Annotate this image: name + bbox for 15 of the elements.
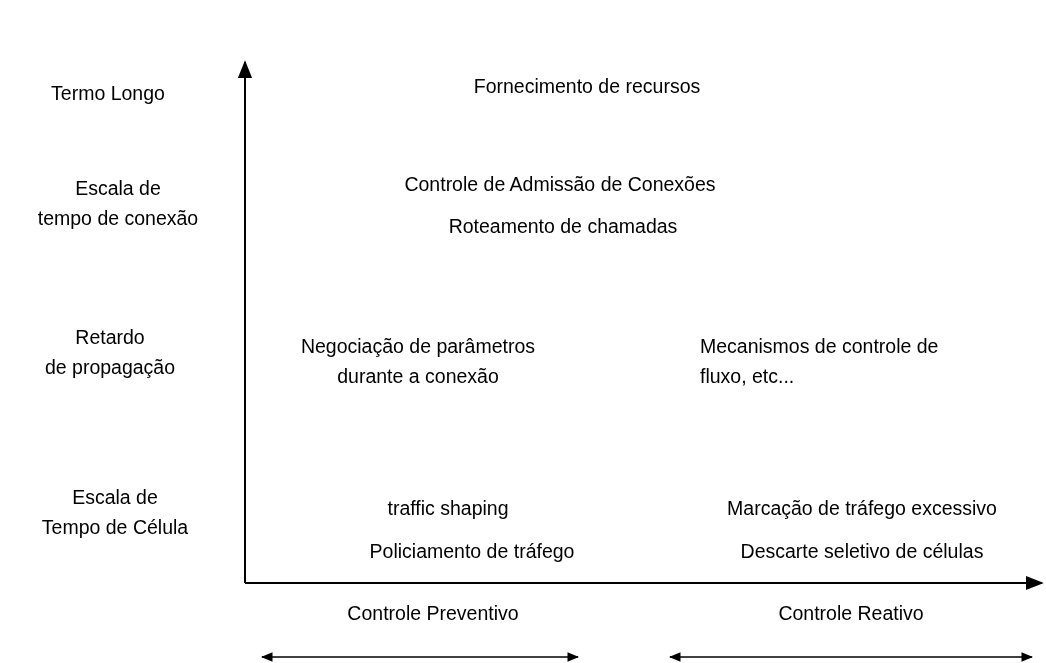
- mechanism-label: Policiamento de tráfego: [369, 539, 575, 564]
- axis-label: Controle Preventivo: [347, 601, 519, 626]
- mechanism-label: Negociação de parâmetros durante a conexão: [300, 334, 536, 389]
- axis-label: Termo Longo: [51, 81, 165, 106]
- mechanism-label: Controle de Admissão de Conexões: [404, 172, 716, 197]
- mechanism-label: Marcação de tráfego excessivo: [727, 496, 997, 521]
- mechanism-label: Descarte seletivo de células: [740, 539, 984, 564]
- axis-label: Controle Reativo: [778, 601, 924, 626]
- mechanism-label: Roteamento de chamadas: [448, 214, 678, 239]
- axis-label: Escala de Tempo de Célula: [41, 485, 189, 540]
- mechanism-label: traffic shaping: [387, 496, 509, 521]
- mechanism-label: Mecanismos de controle de fluxo, etc...: [700, 334, 939, 389]
- axis-label: Retardo de propagação: [44, 325, 176, 380]
- axis-label: Escala de tempo de conexão: [37, 176, 199, 231]
- mechanism-label: Fornecimento de recursos: [473, 74, 701, 99]
